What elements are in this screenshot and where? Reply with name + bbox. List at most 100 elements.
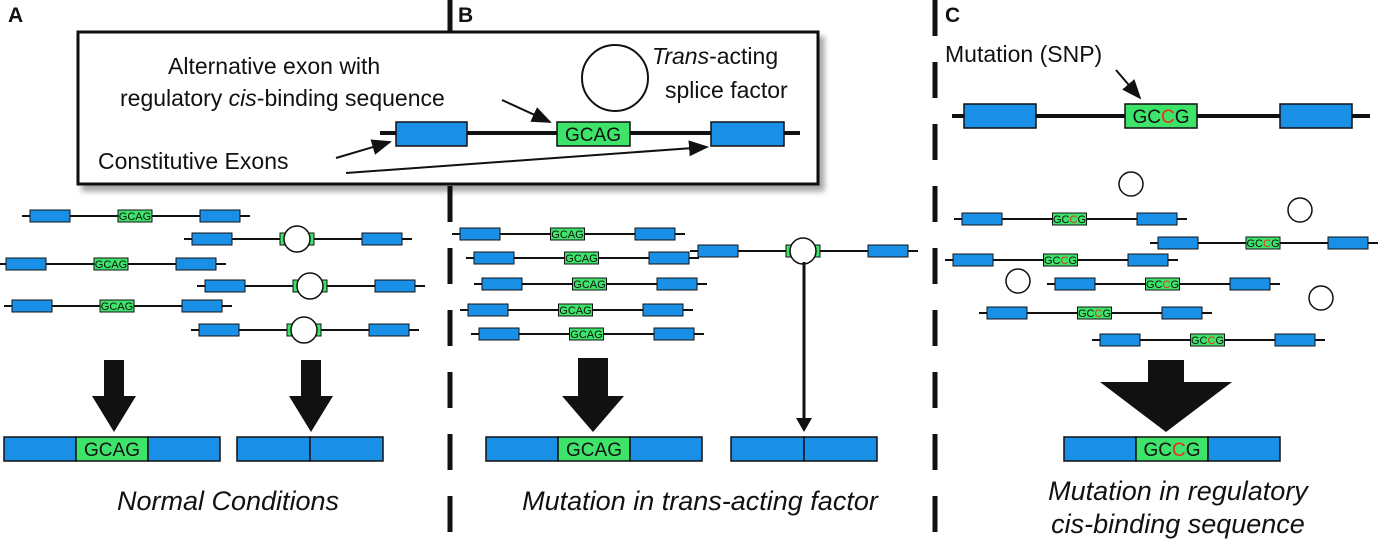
mutant-sequence: GCCG [1053,214,1086,226]
alt-exon [564,251,599,265]
pre-mrna-transcript [197,272,425,300]
arrow-b-thick [562,358,624,432]
splice-factor-icon [1308,285,1334,311]
alt-exon-sequence: GCAG [565,125,621,146]
product-b-sequence: GCAG [566,440,622,461]
exon [467,303,509,317]
exon [481,277,523,291]
pre-mrna-transcript: GCCG [1150,236,1378,250]
alt-exon-label-line1: Alternative exon with [168,53,380,79]
products: GCAG GCAG GCCG [3,436,1281,462]
exon [29,209,71,223]
alt-exon [1052,212,1087,226]
mutation-label: Mutation (SNP) [945,41,1102,67]
pre-mrna-transcript: GCAG [452,227,685,241]
panel-letter-c: C [945,4,960,27]
trans-label-line1: Trans-acting [652,43,778,69]
alt-exon [572,277,607,291]
alt-exon [556,121,631,147]
pre-mrna-transcript: GCCG [954,212,1187,226]
pre-mrna-transcript [690,237,918,265]
pre-mrna-transcript: GCCG [945,253,1178,267]
exon [648,251,690,265]
constitutive-exon-1 [395,121,468,147]
alt-exon [550,227,585,241]
exon [374,279,416,293]
mutant-sequence: GCCG [1078,308,1111,320]
alt-exon-label-line2: regulatory cis-binding sequence [120,85,445,111]
exon [473,251,515,265]
pre-mrna-transcript: GCAG [474,277,707,291]
alt-exon [558,303,593,317]
transcripts: GCAGGCAGGCAGGCAGGCAGGCAGGCAGGCAGGCCGGCCG… [0,171,1378,347]
exon [5,257,47,271]
exon [1136,212,1178,226]
alt-exon [1245,236,1281,250]
pre-mrna-transcript: GCAG [22,209,250,223]
exon [952,253,994,267]
arrow-a-right [289,360,333,432]
exon [1229,277,1271,291]
mutant-sequence: GCCG [1246,238,1279,250]
alt-exon-sequence: GCAG [570,329,602,341]
splice-factor-icon [290,316,318,344]
splice-factor-icon [1005,268,1031,294]
exon [986,306,1028,320]
alt-exon [1077,306,1112,320]
mutant-gene-header: Mutation (SNP) GCCG [945,41,1370,129]
exon [867,244,909,258]
alt-exon [569,327,604,341]
alt-exon-sequence: GCAG [551,229,583,241]
panel-letter-a: A [8,4,23,27]
legend-box: Alternative exon with regulatory cis-bin… [76,30,820,186]
exon [204,279,246,293]
mutant-sequence: GCCG [1191,335,1224,347]
exon [1274,333,1316,347]
constitutive-label: Constitutive Exons [98,148,288,174]
caption-b: Mutation in trans-acting factor [522,486,879,516]
product-b-skipped [730,436,878,462]
trans-label-line2: splice factor [665,77,788,103]
exon [1099,333,1141,347]
pre-mrna-transcript: GCCG [979,306,1212,320]
exon [697,244,739,258]
exon [191,232,233,246]
exon [1157,236,1199,250]
exon [1054,277,1096,291]
splice-factor-icon [1287,197,1313,223]
mutant-sequence: GCCG [1146,279,1179,291]
alt-exon [1043,253,1078,267]
exon [361,232,403,246]
alt-exon-sequence: GCAG [119,211,151,223]
alt-exon [1190,333,1225,347]
exon [634,227,676,241]
alt-exon-sequence: GCAG [573,279,605,291]
splice-factor-icon [296,272,324,300]
exon [175,257,217,271]
product-c-included: GCCG [1063,436,1281,462]
constitutive-exon-2 [710,121,785,147]
exon [1327,236,1369,250]
splice-factor-icon [283,225,311,253]
mutant-sequence-header: GCCG [1132,107,1189,128]
alt-exon-sequence: GCAG [559,305,591,317]
exon [459,227,501,241]
arrow-a-left [92,360,136,432]
product-a-included: GCAG [3,436,221,462]
pre-mrna-transcript: GCCG [1092,333,1325,347]
product-a-skipped [236,436,384,462]
alt-exon [1145,277,1180,291]
splice-factor-icon [789,237,817,265]
caption-c-line2: cis-binding sequence [1051,509,1305,539]
alt-exon-sequence: GCAG [565,253,597,265]
mutant-sequence: GCCG [1044,255,1077,267]
pre-mrna-transcript: GCAG [466,251,699,265]
product-c-sequence: GCCG [1143,440,1200,461]
pre-mrna-transcript [184,225,412,253]
splice-factor-icon [1118,171,1144,197]
alt-exon [99,299,135,313]
exon [656,277,698,291]
pre-mrna-transcript: GCAG [4,299,232,313]
exon [642,303,684,317]
